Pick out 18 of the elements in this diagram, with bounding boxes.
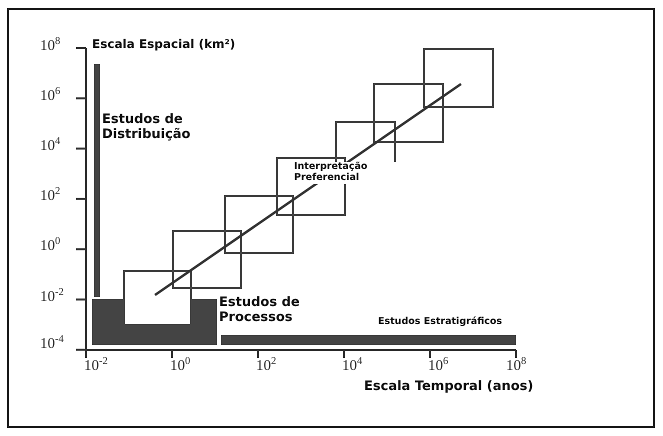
tick-label: 10$^{8}$ <box>40 36 60 56</box>
tick-label: 10$^{0}$ <box>170 356 190 376</box>
tick-label: 10$^{-4}$ <box>40 334 64 354</box>
tick-label: 10$^{-2}$ <box>84 356 108 376</box>
axis-title: Escala Espacial (km²) <box>92 38 236 52</box>
region-label: Estudos de Distribuição <box>102 113 192 143</box>
tick-label: 10$^{6}$ <box>40 86 60 106</box>
tick-label: 10$^{4}$ <box>40 136 60 156</box>
tick-label: 10$^{2}$ <box>256 356 276 376</box>
tick-label: 10$^{6}$ <box>428 356 448 376</box>
region-label: Estudos Estratigráficos <box>378 317 502 328</box>
tick-label: 10$^{2}$ <box>40 186 60 206</box>
tick-label: 10$^{4}$ <box>342 356 362 376</box>
region-label: Estudos de Processos <box>219 296 301 326</box>
tick-label: 10$^{0}$ <box>40 236 60 256</box>
axis-title: Escala Temporal (anos) <box>364 380 534 395</box>
tick-label: 10$^{-2}$ <box>40 287 64 306</box>
tick-label: 10$^{8}$ <box>506 356 526 376</box>
